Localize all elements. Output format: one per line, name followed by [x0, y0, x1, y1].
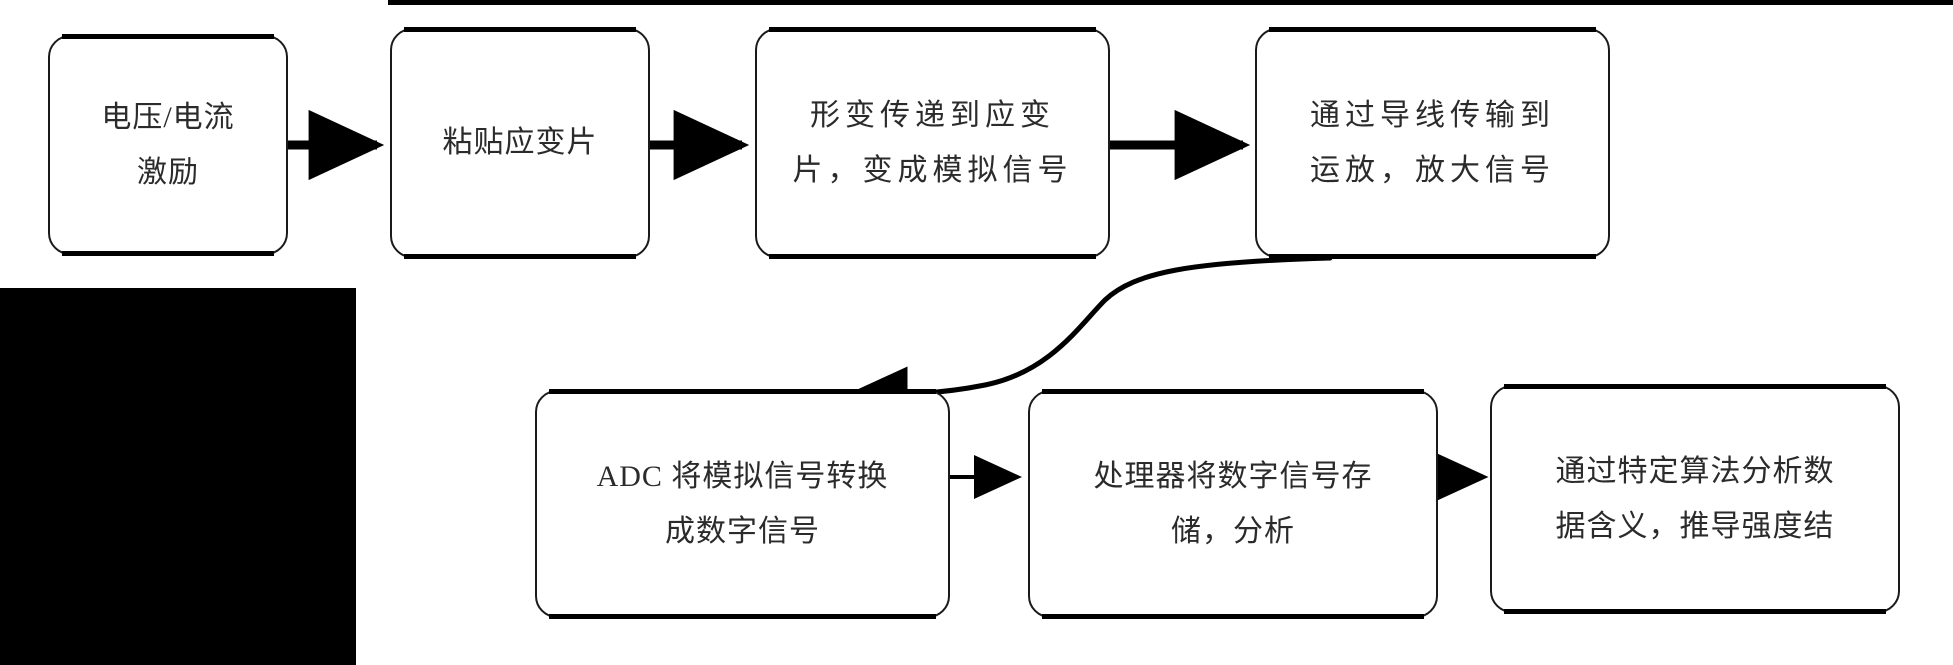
node-text-line: 运放，放大信号 — [1310, 154, 1555, 187]
flow-node-excitation[interactable]: 电压/电流 激励 — [48, 34, 288, 256]
flow-node-attach-strain-gauge[interactable]: 粘贴应变片 — [390, 27, 650, 259]
curved-arrow-wire-to-adc — [847, 255, 1333, 422]
node-text-line: 电压/电流 — [101, 100, 235, 134]
flow-node-algorithm-analysis[interactable]: 通过特定算法分析数 据含义，推导强度结 — [1490, 384, 1900, 614]
node-text-line: ADC 将模拟信号转换 — [596, 459, 889, 493]
node-text-line: 激励 — [137, 156, 199, 189]
node-text-line: 形变传递到应变 — [810, 98, 1055, 132]
node-text-line: 通过导线传输到 — [1310, 98, 1555, 132]
node-text-line: 储，分析 — [1171, 515, 1295, 548]
node-text-line: 通过特定算法分析数 — [1555, 454, 1835, 488]
node-text-line: 成数字信号 — [665, 515, 820, 548]
node-text-line: 据含义，推导强度结 — [1555, 510, 1835, 543]
flow-node-processor-store-analyze[interactable]: 处理器将数字信号存 储，分析 — [1028, 389, 1438, 619]
black-occlusion-block — [0, 288, 356, 665]
top-horizontal-rule — [388, 0, 1953, 5]
flow-node-deformation-to-analog[interactable]: 形变传递到应变 片，变成模拟信号 — [755, 27, 1110, 259]
flow-node-adc-conversion[interactable]: ADC 将模拟信号转换 成数字信号 — [535, 389, 950, 619]
node-text-line: 粘贴应变片 — [442, 126, 598, 160]
node-text-line: 处理器将数字信号存 — [1093, 459, 1373, 493]
flow-node-wire-to-opamp[interactable]: 通过导线传输到 运放，放大信号 — [1255, 27, 1610, 259]
node-text-line: 片，变成模拟信号 — [792, 154, 1073, 187]
